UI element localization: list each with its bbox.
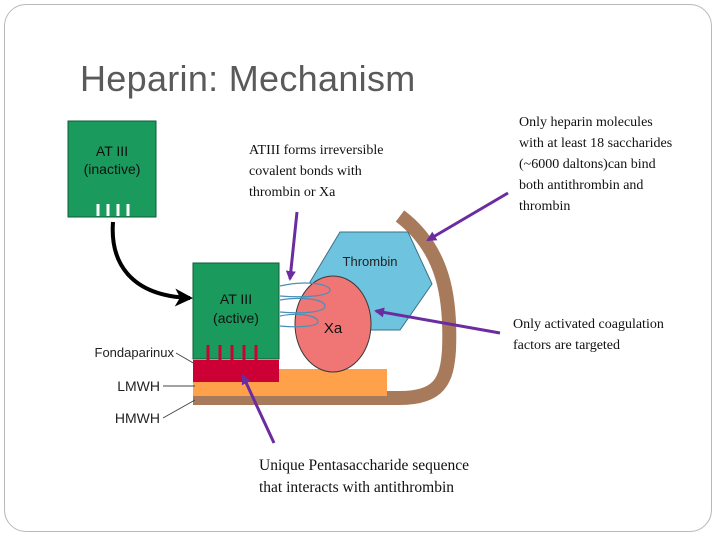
covalent-bond-loop — [279, 282, 331, 298]
annotation-line: covalent bonds with — [249, 164, 362, 179]
thrombin-label: Thrombin — [343, 254, 398, 269]
annotation-saccharides: Only heparin molecules with at least 18 … — [519, 112, 709, 217]
arrow-to-thrombin — [374, 307, 501, 335]
hmwh-label: HMWH — [115, 410, 160, 426]
fondaparinux-leader — [175, 352, 196, 365]
atiii-inactive-box — [67, 120, 157, 218]
annotation-line: thrombin or Xa — [249, 185, 336, 200]
atiii-inactive-label-2: (inactive) — [84, 161, 141, 177]
annotation-line: Only heparin molecules — [519, 115, 653, 130]
activation-arrow — [110, 221, 193, 307]
atiii-inactive-label-1: AT III — [96, 143, 128, 159]
annotation-line: both antithrombin and — [519, 178, 644, 193]
slide-title: Heparin: Mechanism — [80, 58, 416, 99]
atiii-inactive-binding-sites — [96, 204, 130, 216]
annotation-pentasaccharide: Unique Pentasaccharide sequence that int… — [259, 455, 529, 499]
atiii-active-box — [192, 262, 280, 360]
covalent-bond-loop — [279, 313, 319, 328]
annotation-line: (~6000 daltons)can bind — [519, 157, 656, 172]
arrow-to-pentasaccharide — [241, 374, 276, 444]
annotation-line: factors are targeted — [513, 338, 621, 353]
lmwh-label: LMWH — [117, 378, 160, 394]
arrow-to-covalent-bonds — [285, 211, 299, 281]
annotation-line: thrombin — [519, 199, 571, 214]
hmwh-strand — [193, 210, 457, 405]
atiii-active-binding-sites — [206, 345, 258, 362]
annotation-activated: Only activated coagulation factors are t… — [513, 314, 713, 356]
annotation-covalent: ATIII forms irreversible covalent bonds … — [249, 140, 419, 203]
annotation-line: Unique Pentasaccharide sequence — [259, 457, 470, 474]
atiii-active-label-2: (active) — [213, 310, 259, 326]
annotation-line: with at least 18 saccharides — [519, 136, 673, 151]
fondaparinux-label: Fondaparinux — [95, 345, 175, 360]
covalent-bond-loop — [279, 297, 326, 314]
annotation-line: Only activated coagulation — [513, 317, 664, 332]
arrow-to-hmwh — [426, 191, 509, 242]
fondaparinux-bar — [193, 360, 279, 382]
annotation-line: ATIII forms irreversible — [249, 143, 384, 158]
xa-label: Xa — [324, 320, 343, 337]
atiii-active-label-1: AT III — [220, 291, 252, 307]
annotation-line: that interacts with antithrombin — [259, 479, 454, 496]
hmwh-leader — [162, 399, 196, 419]
